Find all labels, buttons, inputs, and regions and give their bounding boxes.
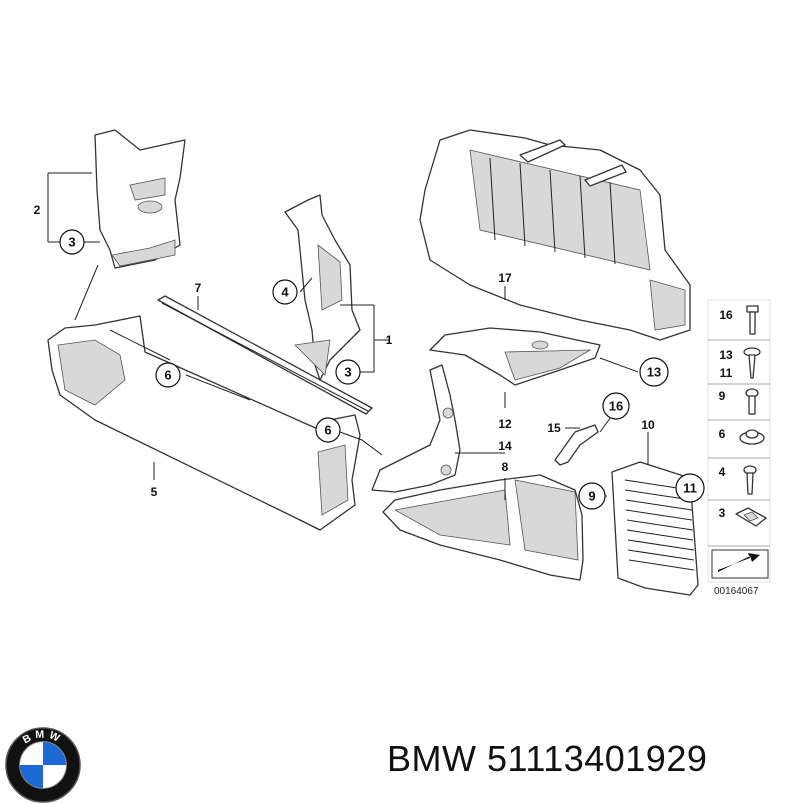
legend-num-16: 16 (719, 308, 733, 322)
callout-9: 9 (578, 482, 606, 510)
callout-3-center: 3 (335, 359, 361, 385)
callout-11: 11 (675, 473, 705, 503)
small-bracket (554, 424, 599, 466)
label-15: 15 (547, 421, 561, 435)
callout-6-center: 6 (315, 417, 341, 443)
callout-6-left: 6 (155, 362, 181, 388)
svg-text:3: 3 (68, 235, 75, 250)
label-7: 7 (195, 281, 202, 295)
legend-num-4: 4 (719, 465, 726, 479)
screw-washer-icon (743, 347, 761, 379)
logo-text: BMW (21, 728, 61, 746)
clip-icon (743, 465, 757, 495)
label-8: 8 (502, 460, 509, 474)
legend-num-13: 13 (719, 348, 733, 362)
direction-arrow-icon (711, 549, 769, 579)
mounting-bracket (371, 364, 461, 493)
seal-strip (157, 295, 373, 415)
label-5: 5 (151, 485, 158, 499)
label-1: 1 (386, 333, 393, 347)
legend-num-9: 9 (719, 389, 726, 403)
label-14: 14 (498, 439, 512, 453)
spring-nut-icon (735, 507, 767, 527)
air-duct-panel-lower (47, 315, 361, 531)
svg-text:BMW: BMW (21, 728, 65, 746)
svg-text:3: 3 (344, 365, 351, 380)
svg-text:16: 16 (609, 399, 623, 414)
label-12: 12 (498, 417, 512, 431)
bolt-icon (746, 305, 759, 335)
legend-num-6: 6 (719, 427, 726, 441)
air-duct-center (284, 194, 361, 381)
bmw-logo: BMW (5, 727, 81, 803)
radiator-grille-frame (419, 129, 691, 341)
diagram-ref-number: 00164067 (714, 586, 759, 597)
svg-text:9: 9 (588, 489, 595, 504)
hardware-legend: 16 13 11 9 6 4 3 (707, 299, 771, 597)
svg-text:11: 11 (683, 481, 697, 496)
callout-16: 16 (602, 392, 630, 420)
part-number-title: BMW 51113401929 (387, 738, 708, 779)
leader-lines (47, 172, 700, 500)
air-duct-left-upper (94, 129, 186, 269)
callout-3-upper: 3 (59, 229, 85, 255)
label-2: 2 (34, 203, 41, 217)
callout-13: 13 (639, 357, 669, 387)
svg-text:6: 6 (324, 423, 331, 438)
bolt-short-icon (745, 388, 759, 415)
grille-insert (611, 461, 699, 596)
legend-num-3: 3 (719, 506, 726, 520)
svg-text:4: 4 (281, 285, 289, 300)
lower-air-guide (382, 474, 584, 581)
label-17: 17 (498, 271, 512, 285)
svg-text:13: 13 (647, 365, 661, 380)
bracket-plate (429, 327, 601, 386)
svg-text:6: 6 (164, 368, 171, 383)
callout-4: 4 (272, 279, 298, 305)
legend-num-11: 11 (720, 366, 733, 380)
nut-washer-icon (739, 429, 765, 445)
label-10: 10 (641, 418, 655, 432)
